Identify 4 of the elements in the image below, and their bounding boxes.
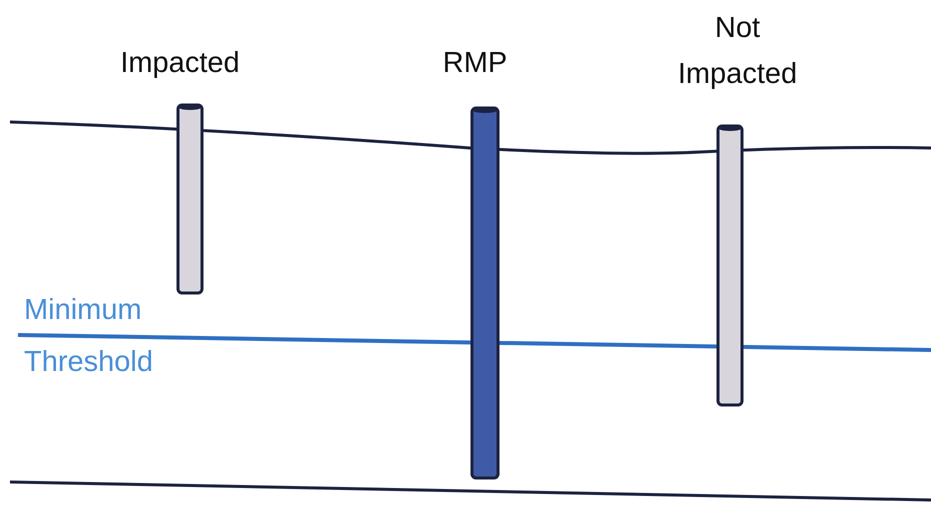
well-label: RMP [442,46,508,81]
well-label: Impacted [119,46,241,81]
threshold-label: Minimum Threshold [24,293,154,380]
well-label: Not Impacted [676,11,798,92]
